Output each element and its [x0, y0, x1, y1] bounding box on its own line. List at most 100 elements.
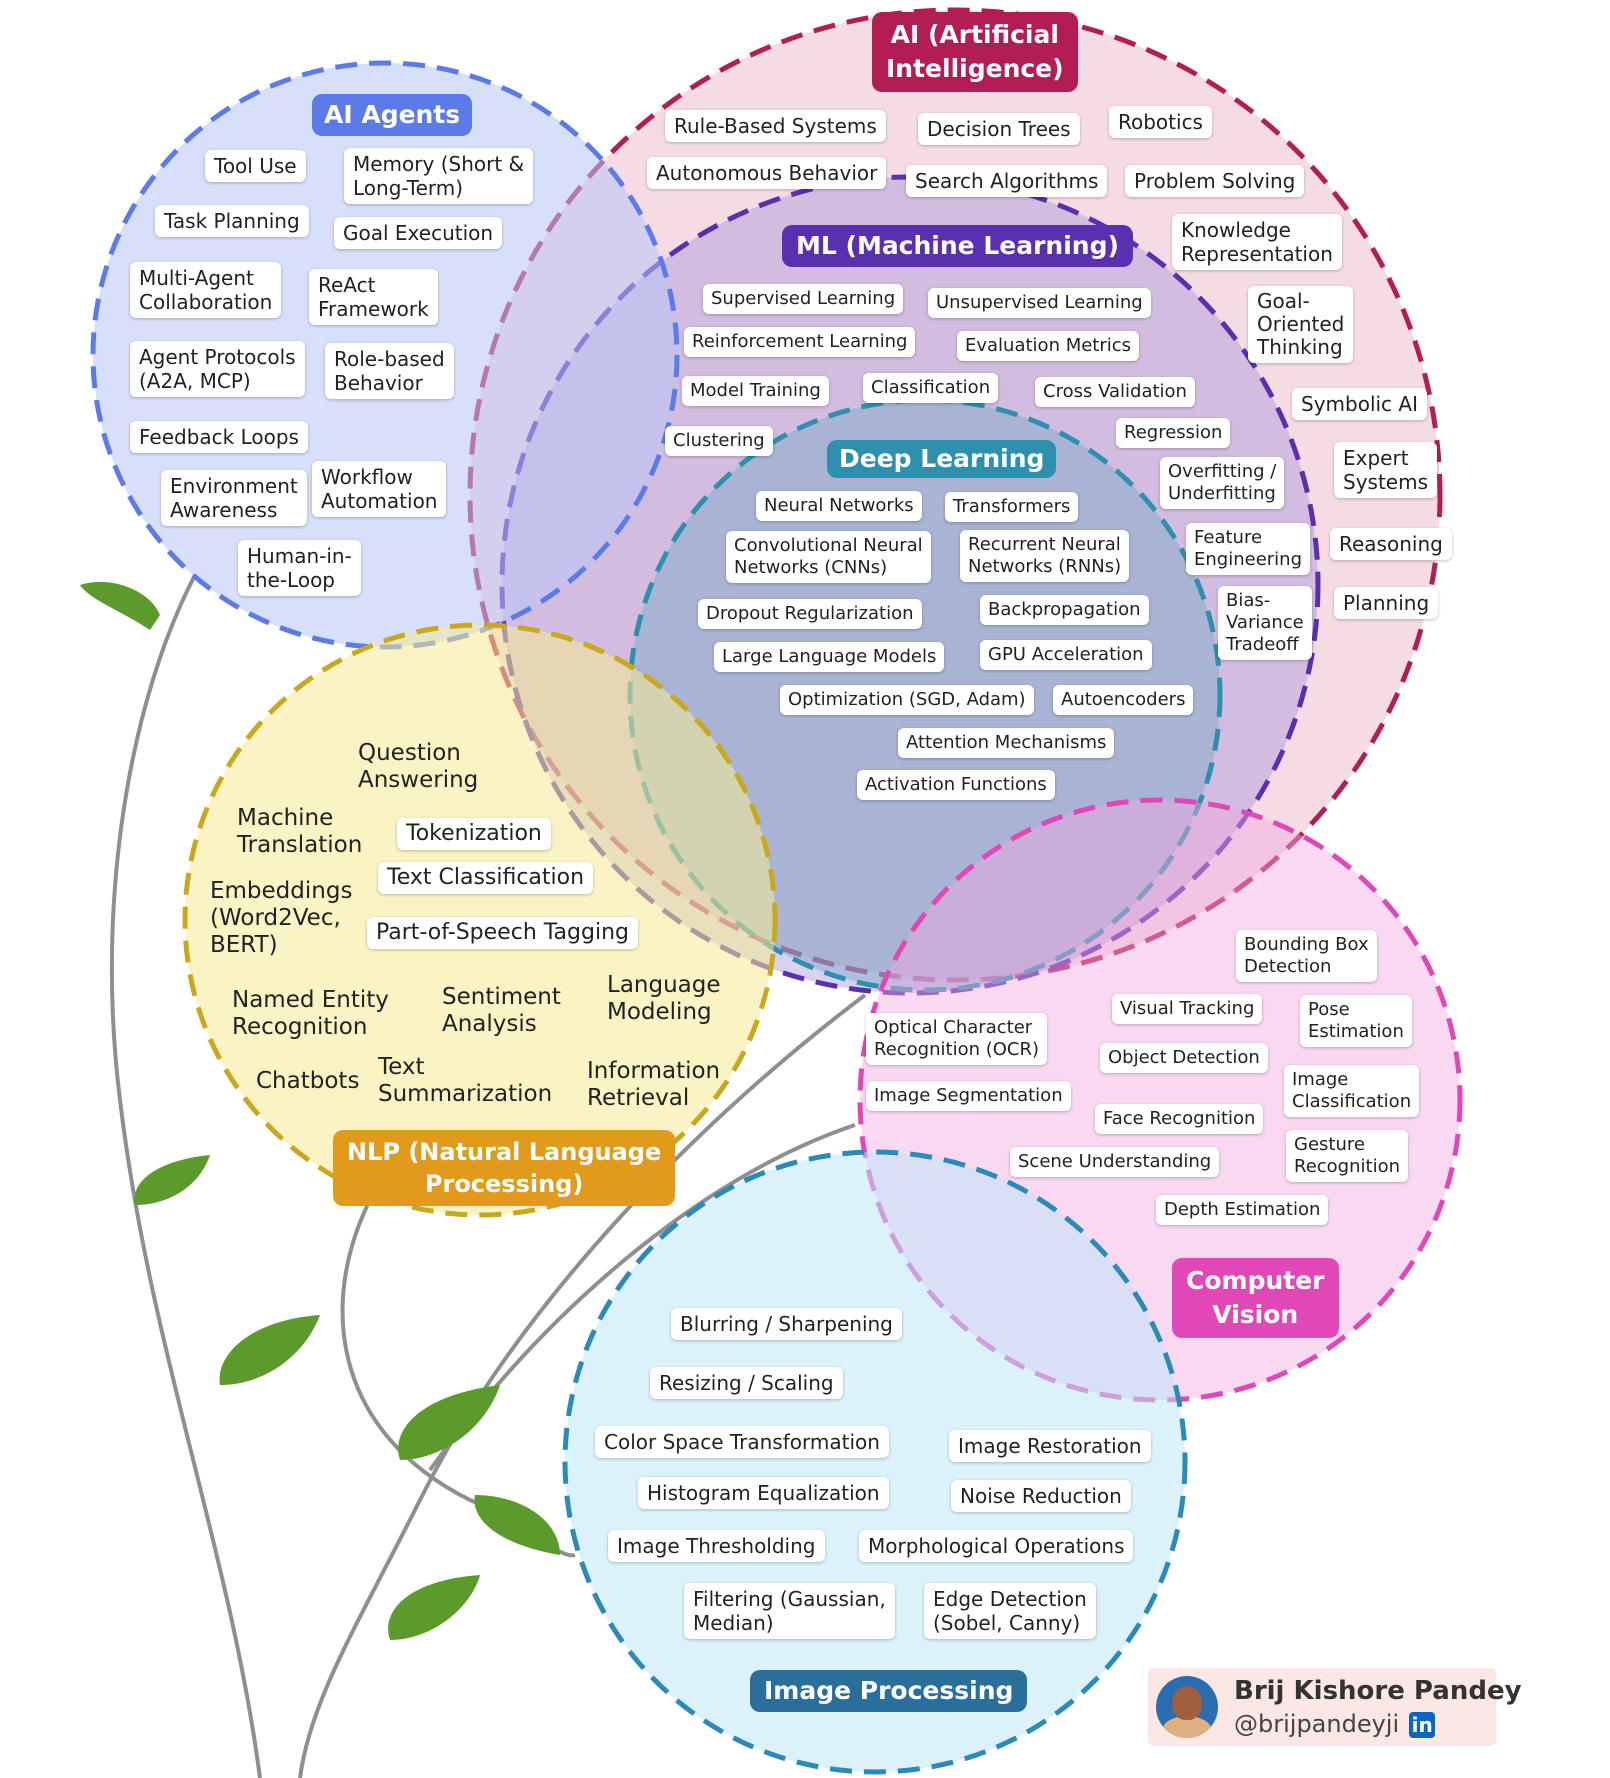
- agents-item-multi-agent: Multi-Agent Collaboration: [130, 262, 282, 318]
- author-name: Brij Kishore Pandey: [1234, 1676, 1522, 1706]
- ml-item-classification: Classification: [863, 373, 999, 403]
- ai-item-goal-oriented: Goal- Oriented Thinking: [1248, 286, 1354, 363]
- ai-item-planning: Planning: [1334, 587, 1439, 619]
- linkedin-icon: in: [1409, 1712, 1436, 1738]
- cv-item-depth-estimation: Depth Estimation: [1156, 1195, 1329, 1225]
- cv-item-image-classification: Image Classification: [1284, 1065, 1420, 1117]
- title-ai-agents: AI Agents: [312, 94, 473, 136]
- leaf-6: [388, 1575, 480, 1640]
- avatar-face: [1172, 1686, 1202, 1720]
- dl-item-attention: Attention Mechanisms: [898, 728, 1115, 758]
- title-ip: Image Processing: [750, 1670, 1028, 1712]
- author-handle-row: @brijpandeyji in: [1234, 1710, 1436, 1738]
- agents-item-protocols: Agent Protocols (A2A, MCP): [130, 341, 305, 397]
- dl-item-autoencoders: Autoencoders: [1053, 685, 1194, 715]
- ip-item-histogram: Histogram Equalization: [638, 1477, 889, 1509]
- title-nlp: NLP (Natural Language Processing): [333, 1130, 676, 1206]
- nlp-item-question-answering: Question Answering: [358, 740, 479, 793]
- nlp-item-pos-tagging: Part-of-Speech Tagging: [367, 917, 638, 949]
- agents-item-react: ReAct Framework: [309, 269, 438, 325]
- ml-item-feature-engineering: Feature Engineering: [1186, 523, 1310, 575]
- ip-item-resizing: Resizing / Scaling: [650, 1367, 843, 1399]
- nlp-item-tokenization: Tokenization: [397, 818, 551, 850]
- ai-item-expert-systems: Expert Systems: [1334, 442, 1437, 498]
- cv-item-bounding-box: Bounding Box Detection: [1236, 930, 1377, 982]
- ml-item-overfitting: Overfitting / Underfitting: [1160, 457, 1285, 509]
- agents-item-tool-use: Tool Use: [205, 150, 306, 182]
- ml-item-reinforcement: Reinforcement Learning: [684, 327, 916, 357]
- ml-item-bias-variance: Bias- Variance Tradeoff: [1218, 586, 1312, 660]
- ai-item-problem-solving: Problem Solving: [1125, 165, 1305, 197]
- leaf-4: [398, 1385, 500, 1460]
- ip-item-blurring: Blurring / Sharpening: [671, 1308, 902, 1340]
- title-cv: Computer Vision: [1172, 1258, 1339, 1338]
- ml-item-supervised: Supervised Learning: [703, 284, 904, 314]
- cv-item-image-segmentation: Image Segmentation: [866, 1081, 1071, 1111]
- ai-item-autonomous: Autonomous Behavior: [647, 157, 887, 189]
- cv-item-object-detection: Object Detection: [1100, 1043, 1268, 1073]
- ip-item-noise-reduction: Noise Reduction: [951, 1480, 1131, 1512]
- ip-item-thresholding: Image Thresholding: [608, 1530, 825, 1562]
- author-badge: Brij Kishore Pandey @brijpandeyji in: [1148, 1668, 1522, 1746]
- stem-agents: [109, 574, 262, 1778]
- author-avatar: [1156, 1676, 1218, 1738]
- agents-item-workflow: Workflow Automation: [312, 461, 447, 517]
- ip-item-edge-detection: Edge Detection (Sobel, Canny): [924, 1583, 1096, 1639]
- agents-item-feedback-loops: Feedback Loops: [130, 421, 308, 453]
- title-dl: Deep Learning: [827, 440, 1057, 478]
- ai-item-symbolic-ai: Symbolic AI: [1292, 388, 1427, 420]
- ml-item-unsupervised: Unsupervised Learning: [928, 288, 1151, 318]
- dl-item-dropout: Dropout Regularization: [698, 599, 922, 629]
- cv-item-pose-estimation: Pose Estimation: [1300, 995, 1412, 1047]
- ip-item-color-space: Color Space Transformation: [595, 1426, 889, 1458]
- author-handle: @brijpandeyji: [1234, 1710, 1400, 1738]
- dl-item-transformers: Transformers: [945, 492, 1079, 522]
- title-ai: AI (Artificial Intelligence): [872, 12, 1078, 92]
- ai-item-rule-based: Rule-Based Systems: [665, 110, 886, 142]
- nlp-item-text-classification: Text Classification: [378, 862, 594, 894]
- ml-item-clustering: Clustering: [665, 426, 773, 456]
- cv-item-scene-understanding: Scene Understanding: [1010, 1147, 1220, 1177]
- agents-item-goal-execution: Goal Execution: [334, 217, 503, 249]
- dl-item-neural-networks: Neural Networks: [756, 491, 922, 521]
- cv-item-gesture-recognition: Gesture Recognition: [1286, 1130, 1408, 1182]
- nlp-item-embeddings: Embeddings (Word2Vec, BERT): [210, 878, 353, 958]
- agents-item-memory: Memory (Short & Long-Term): [344, 148, 534, 204]
- nlp-item-information-retrieval: Information Retrieval: [587, 1058, 721, 1111]
- nlp-item-chatbots: Chatbots: [256, 1068, 360, 1094]
- ai-item-decision-trees: Decision Trees: [918, 113, 1080, 145]
- title-ml: ML (Machine Learning): [782, 225, 1133, 267]
- cv-item-ocr: Optical Character Recognition (OCR): [866, 1013, 1048, 1065]
- dl-item-backpropagation: Backpropagation: [980, 595, 1149, 625]
- ml-item-evaluation-metrics: Evaluation Metrics: [957, 331, 1140, 361]
- dl-item-llms: Large Language Models: [714, 642, 945, 672]
- dl-item-rnns: Recurrent Neural Networks (RNNs): [960, 530, 1130, 582]
- agents-item-role-based: Role-based Behavior: [325, 343, 454, 399]
- stem-nlp: [340, 1199, 576, 1558]
- dl-item-gpu: GPU Acceleration: [980, 640, 1152, 670]
- nlp-item-sentiment: Sentiment Analysis: [442, 984, 561, 1037]
- dl-item-activation: Activation Functions: [857, 770, 1055, 800]
- leaf-1: [80, 581, 160, 630]
- ai-item-search-algorithms: Search Algorithms: [906, 165, 1108, 197]
- cv-item-face-recognition: Face Recognition: [1095, 1104, 1264, 1134]
- ip-item-image-restoration: Image Restoration: [949, 1430, 1151, 1462]
- nlp-item-text-summarization: Text Summarization: [378, 1054, 553, 1107]
- leaf-2: [134, 1155, 210, 1205]
- ip-item-morphological: Morphological Operations: [859, 1530, 1134, 1562]
- ml-item-model-training: Model Training: [682, 376, 829, 406]
- agents-item-task-planning: Task Planning: [155, 205, 309, 237]
- leaf-5: [474, 1495, 560, 1555]
- nlp-item-machine-translation: Machine Translation: [237, 805, 363, 858]
- nlp-item-ner: Named Entity Recognition: [232, 987, 389, 1040]
- agents-item-human-in-loop: Human-in- the-Loop: [238, 540, 361, 596]
- ai-item-robotics: Robotics: [1109, 106, 1212, 138]
- ip-item-filtering: Filtering (Gaussian, Median): [684, 1583, 895, 1639]
- ml-item-cross-validation: Cross Validation: [1035, 377, 1195, 407]
- avatar-body: [1162, 1716, 1212, 1738]
- dl-item-cnns: Convolutional Neural Networks (CNNs): [726, 531, 931, 583]
- agents-item-environment: Environment Awareness: [161, 470, 307, 526]
- plant-leaves: [80, 581, 560, 1640]
- dl-item-optimization: Optimization (SGD, Adam): [780, 685, 1034, 715]
- ai-item-knowledge: Knowledge Representation: [1172, 214, 1342, 270]
